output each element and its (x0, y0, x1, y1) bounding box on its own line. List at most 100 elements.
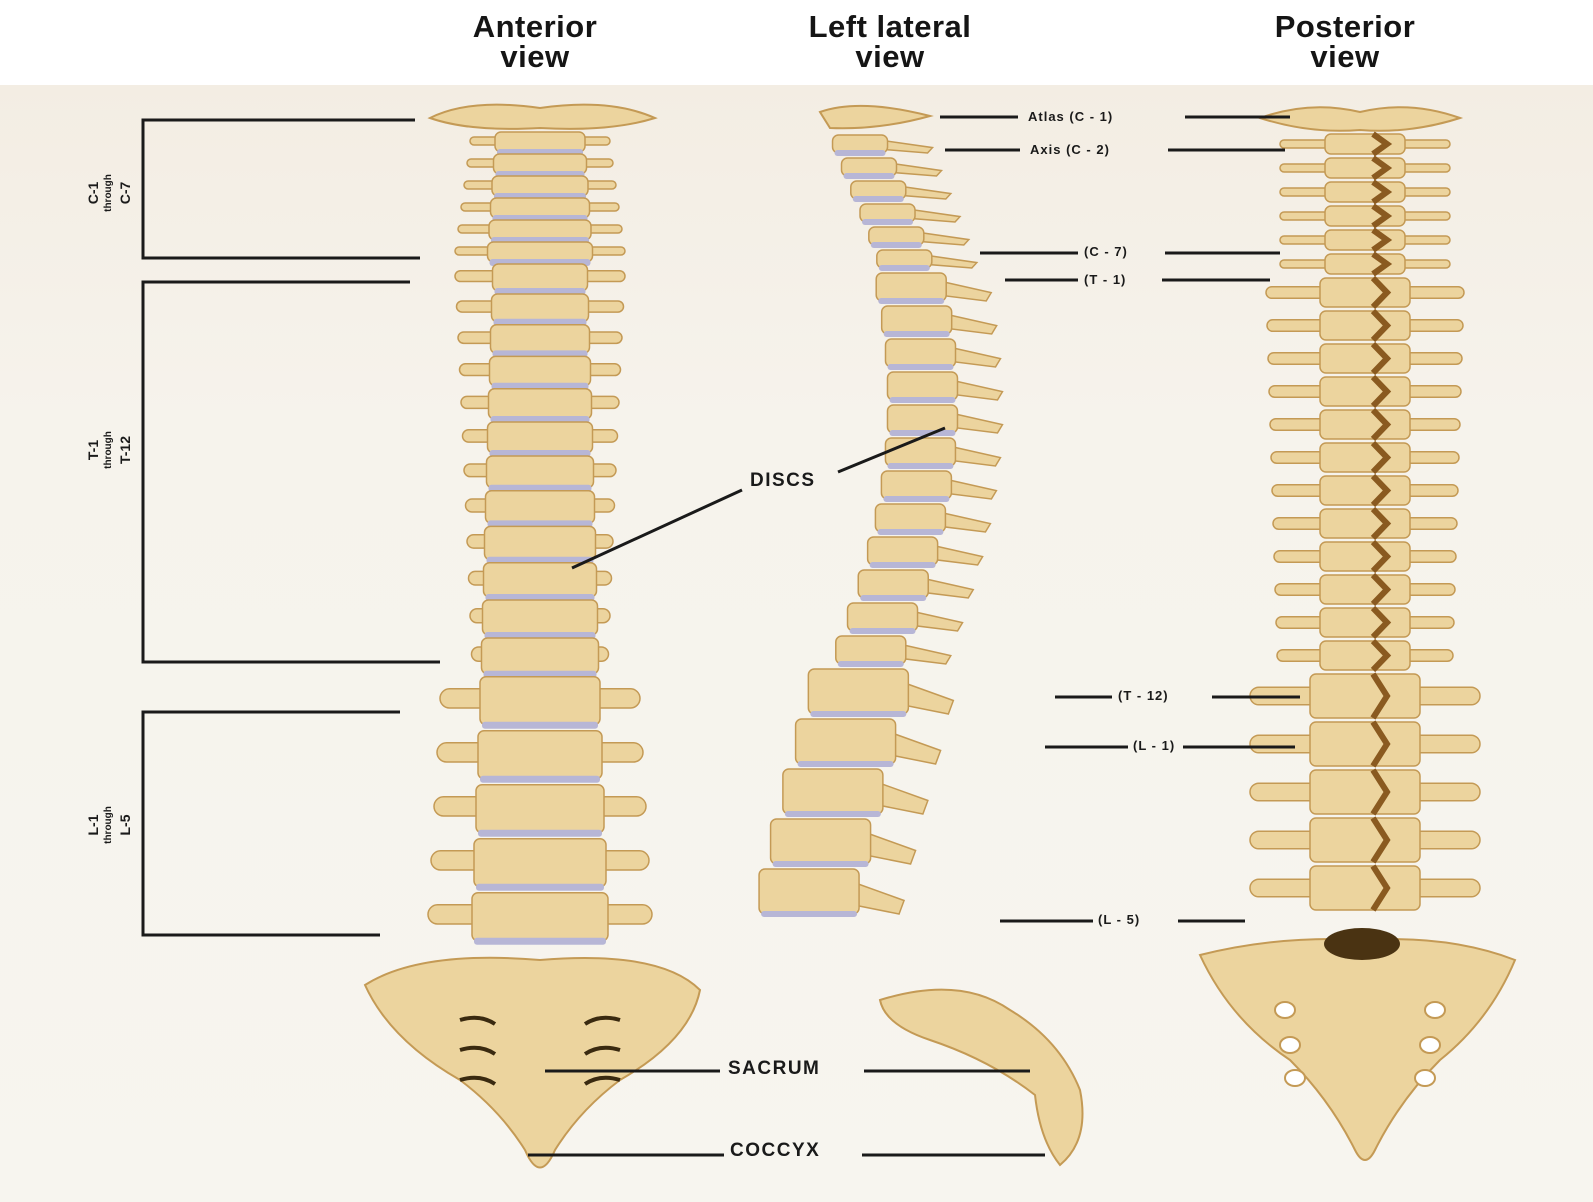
lateral-disc-4 (871, 242, 922, 248)
posterior-body-16 (1320, 608, 1410, 637)
lateral-process-15 (923, 578, 973, 598)
lateral-view-title: Left lateral view (770, 12, 1010, 72)
lateral-disc-1 (844, 173, 895, 179)
lateral-body-7 (882, 306, 952, 334)
anterior-body-l0 (480, 677, 600, 725)
lateral-body-12 (881, 471, 951, 499)
region-bracket-0 (143, 120, 420, 258)
lateral-disc-10 (889, 430, 955, 436)
lateral-disc-15 (860, 595, 926, 601)
lateral-body-15 (858, 570, 928, 598)
lateral-process-14 (933, 545, 983, 565)
posterior-body-22 (1310, 866, 1420, 910)
lateral-body-11 (885, 438, 955, 466)
atlas-label: Atlas (C - 1) (1028, 109, 1113, 124)
posterior-sacral-foramen-2 (1285, 1070, 1305, 1086)
lateral-disc-9 (889, 397, 955, 403)
lateral-disc-22 (761, 911, 857, 917)
thoracic-last: T-12 (117, 400, 133, 500)
lateral-process-20 (878, 783, 928, 815)
posterior-body-7 (1320, 311, 1410, 340)
lateral-disc-18 (810, 711, 906, 717)
thoracic-first: T-1 (85, 400, 101, 500)
lateral-sacrum (880, 990, 1083, 1165)
posterior-body-4 (1325, 230, 1405, 250)
posterior-body-12 (1320, 476, 1410, 505)
lateral-process-2 (901, 186, 951, 199)
lateral-process-5 (927, 255, 977, 268)
lateral-process-1 (892, 163, 942, 176)
lateral-process-12 (946, 479, 996, 499)
lateral-body-21 (771, 819, 871, 864)
anterior-disc-l0 (482, 722, 598, 729)
cervical-last: C-7 (117, 143, 133, 243)
lateral-disc-21 (773, 861, 869, 867)
region-brackets (143, 120, 440, 935)
posterior-body-10 (1320, 410, 1410, 439)
lateral-body-14 (868, 537, 938, 565)
l1-label: (L - 1) (1133, 738, 1175, 753)
lateral-process-21 (866, 833, 916, 865)
lumbar-first: L-1 (85, 775, 101, 875)
lateral-process-10 (952, 413, 1002, 433)
lateral-process-8 (951, 347, 1001, 367)
anterior-body-t4 (489, 389, 592, 419)
anterior-body-t1 (492, 294, 589, 322)
lateral-spine-drawing (759, 106, 1082, 1165)
posterior-sacral-foramen-0 (1275, 1002, 1295, 1018)
lateral-body-13 (875, 504, 945, 532)
posterior-title-line1: Posterior (1245, 12, 1445, 42)
lumbar-last: L-5 (117, 775, 133, 875)
region-bracket-1 (143, 282, 440, 662)
posterior-body-9 (1320, 377, 1410, 406)
posterior-spine-drawing (1200, 107, 1515, 1160)
lateral-body-10 (887, 405, 957, 433)
anterior-body-t8 (485, 526, 596, 559)
lateral-disc-19 (798, 761, 894, 767)
anterior-body-t11 (482, 638, 599, 674)
l5-label: (L - 5) (1098, 912, 1140, 927)
anterior-sacrum (365, 958, 700, 1168)
lateral-process-16 (913, 611, 963, 631)
lateral-process-6 (941, 281, 991, 301)
cervical-region-label: C-1 through C-7 (85, 143, 135, 243)
discs-label: DISCS (750, 470, 816, 492)
lumbar-through: through (101, 775, 117, 875)
cervical-first: C-1 (85, 143, 101, 243)
posterior-body-20 (1310, 770, 1420, 814)
lateral-disc-2 (853, 196, 904, 202)
lateral-disc-7 (884, 331, 950, 337)
lateral-atlas (820, 106, 930, 128)
lateral-disc-8 (888, 364, 954, 370)
lateral-disc-0 (835, 150, 886, 156)
lateral-disc-17 (838, 661, 904, 667)
lateral-process-18 (903, 683, 953, 715)
posterior-body-0 (1325, 134, 1405, 154)
posterior-body-15 (1320, 575, 1410, 604)
coccyx-label: COCCYX (730, 1140, 820, 1162)
c7-label: (C - 7) (1084, 244, 1128, 259)
posterior-body-2 (1325, 182, 1405, 202)
anterior-body-t7 (486, 491, 595, 524)
posterior-body-18 (1310, 674, 1420, 718)
posterior-body-11 (1320, 443, 1410, 472)
lateral-process-19 (891, 733, 941, 765)
anterior-disc-l3 (476, 884, 604, 891)
anterior-body-l1 (478, 731, 602, 779)
lateral-process-17 (901, 644, 951, 664)
cervical-through: through (101, 143, 117, 243)
anterior-spine-drawing (365, 105, 700, 1168)
posterior-sacral-foramen-3 (1425, 1002, 1445, 1018)
posterior-body-21 (1310, 818, 1420, 862)
lateral-disc-6 (878, 298, 944, 304)
anterior-disc-l1 (480, 776, 600, 783)
t12-label: (T - 12) (1118, 688, 1169, 703)
lateral-disc-3 (862, 219, 913, 225)
lateral-process-11 (950, 446, 1000, 466)
posterior-atlas (1260, 107, 1460, 131)
anterior-title-line1: Anterior (440, 12, 630, 42)
posterior-sacral-foramen-5 (1415, 1070, 1435, 1086)
lateral-process-22 (854, 883, 904, 915)
lateral-body-9 (887, 372, 957, 400)
